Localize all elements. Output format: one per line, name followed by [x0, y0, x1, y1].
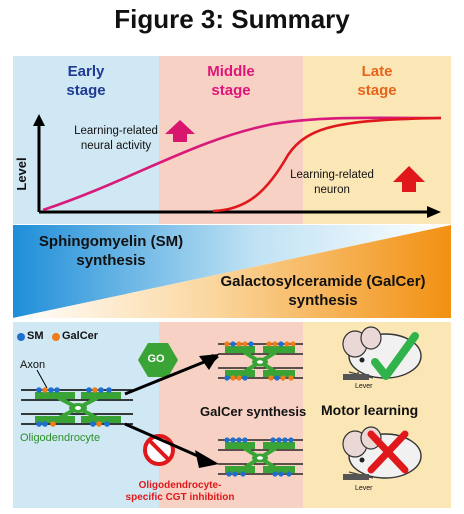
sm-legend-dot — [17, 333, 25, 341]
early-bottom-panel — [13, 322, 159, 508]
early-stage-panel — [13, 56, 159, 224]
activity-up-arrow-icon — [165, 120, 195, 142]
synthesis-band — [13, 225, 451, 318]
oligodendrocyte-inhibited — [218, 437, 303, 477]
axon-label: Axon — [20, 359, 46, 371]
galcer-legend-dot — [52, 333, 60, 341]
figure-title: Figure 3: Summary — [114, 4, 350, 34]
go-arrowhead — [199, 354, 219, 370]
bottom-diagram — [17, 326, 422, 480]
lever-label-bottom: Lever — [355, 485, 373, 492]
motor-learning-label: Motor learning — [321, 402, 419, 418]
legend-sm: SM — [27, 330, 44, 342]
x-axis-arrowhead — [427, 206, 441, 218]
oligodendrocyte-left — [21, 387, 133, 427]
go-label: GO — [147, 353, 165, 365]
inhibit-arrowhead — [195, 450, 219, 468]
legend: SM — [27, 330, 44, 342]
mouse-icon-top — [342, 326, 422, 380]
lever-label-top: Lever — [355, 383, 373, 390]
go-hexagon-icon — [138, 343, 178, 377]
galcer-synthesis-label: Galactosylceramide (GalCer)synthesis — [220, 273, 426, 309]
cross-icon — [367, 430, 409, 474]
galcer-synthesis-step-label: GalCer synthesis — [200, 404, 307, 419]
y-axis-arrowhead — [33, 114, 45, 126]
neuron-curve — [212, 116, 442, 213]
oligodendrocyte-galcer — [218, 341, 303, 381]
y-axis-label: Level — [14, 157, 29, 190]
late-stage-panel — [303, 56, 451, 224]
galcer-gradient-wedge — [13, 225, 451, 318]
oligodendrocyte-label: Oligodendrocyte — [20, 432, 101, 444]
level-graph: Level — [14, 114, 442, 218]
inhibition-label: Oligodendrocyte-specific CGT inhibition — [125, 480, 235, 503]
neural-activity-curve — [42, 116, 442, 212]
check-icon — [371, 332, 419, 380]
sm-synthesis-label: Sphingomyelin (SM)synthesis — [38, 233, 184, 269]
neuron-up-arrow-icon — [393, 166, 425, 192]
legend-galcer: GalCer — [62, 330, 99, 342]
